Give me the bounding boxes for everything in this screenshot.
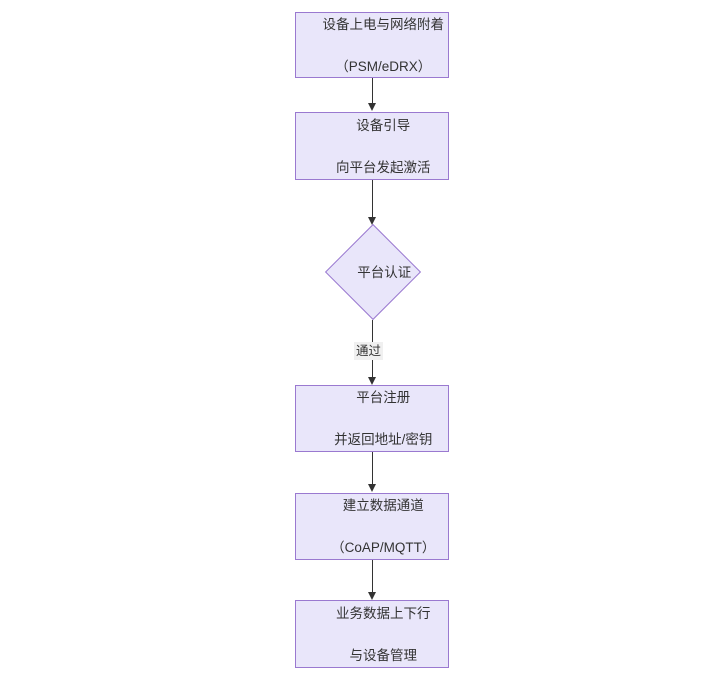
node-data-channel-line1: 建立数据通道 bbox=[342, 498, 424, 513]
edge-n1-n2-arrowhead bbox=[368, 103, 376, 111]
node-data-channel-line2: （CoAP/MQTT） bbox=[331, 540, 436, 555]
node-business-data-line2: 与设备管理 bbox=[349, 647, 418, 663]
node-device-bootstrap-line1: 设备引导 bbox=[356, 117, 411, 133]
node-business-data[interactable]: 业务数据上下行 与设备管理 bbox=[295, 600, 449, 668]
node-platform-register-line2: 并返回地址/密钥 bbox=[334, 432, 433, 447]
node-platform-register-line1: 平台注册 bbox=[356, 390, 411, 405]
edge-n3-n4-arrowhead bbox=[368, 377, 376, 385]
node-device-bootstrap-line2: 向平台发起激活 bbox=[336, 159, 431, 175]
node-device-power-on-line2: （PSM/eDRX） bbox=[335, 58, 432, 74]
node-platform-auth[interactable]: 平台认证 bbox=[324, 223, 422, 321]
node-device-bootstrap[interactable]: 设备引导 向平台发起激活 bbox=[295, 112, 449, 180]
edge-label-pass: 通过 bbox=[354, 342, 384, 360]
node-data-channel[interactable]: 建立数据通道 （CoAP/MQTT） bbox=[295, 493, 449, 560]
node-platform-auth-diamond bbox=[324, 223, 422, 321]
edge-n5-n6-arrowhead bbox=[368, 592, 376, 600]
edge-n2-n3-line bbox=[372, 180, 373, 218]
edge-n2-n3-arrowhead bbox=[368, 217, 376, 225]
edge-n5-n6-line bbox=[372, 560, 373, 593]
node-device-power-on[interactable]: 设备上电与网络附着 （PSM/eDRX） bbox=[295, 12, 449, 78]
node-device-power-on-line1: 设备上电与网络附着 bbox=[322, 16, 445, 32]
edge-n4-n5-line bbox=[372, 452, 373, 485]
node-business-data-line1: 业务数据上下行 bbox=[336, 605, 431, 621]
edge-n4-n5-arrowhead bbox=[368, 484, 376, 492]
node-platform-register[interactable]: 平台注册 并返回地址/密钥 bbox=[295, 385, 449, 452]
edge-n1-n2-line bbox=[372, 78, 373, 104]
